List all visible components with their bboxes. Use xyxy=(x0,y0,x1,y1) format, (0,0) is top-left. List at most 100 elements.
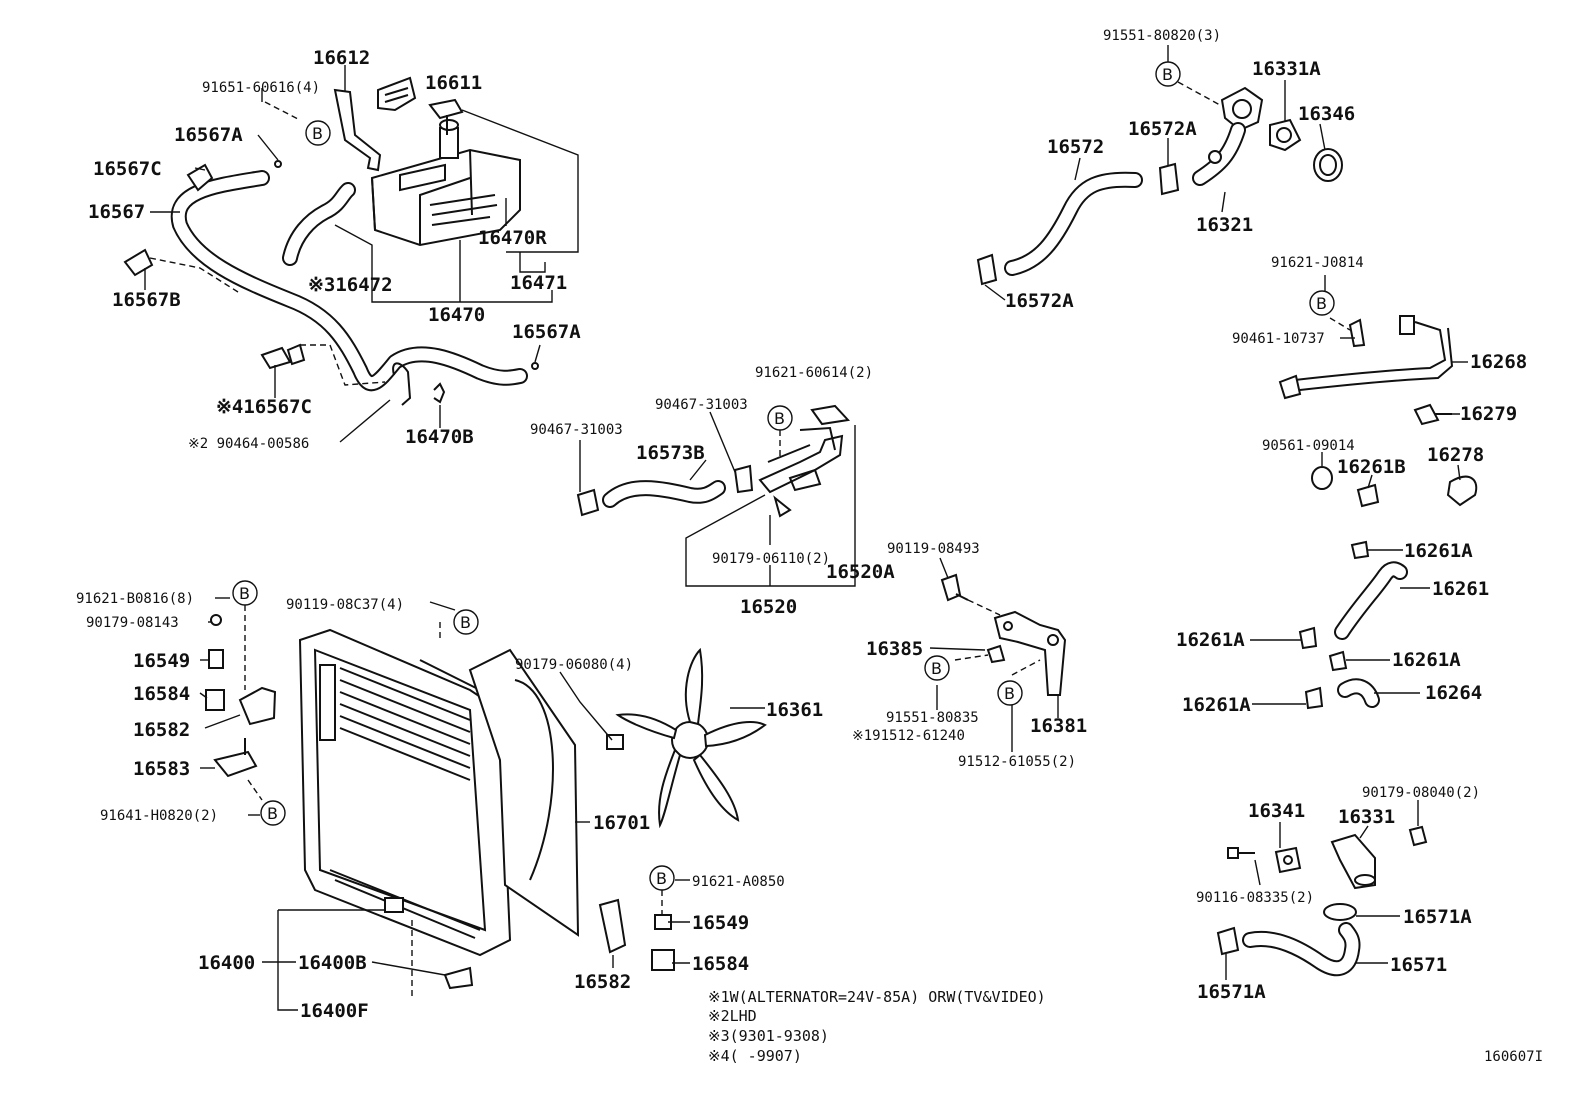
clip-16385 xyxy=(986,644,1006,664)
svg-text:B: B xyxy=(1316,294,1327,313)
label-16583: 16583 xyxy=(133,758,190,780)
bracket-16612 xyxy=(333,88,382,172)
reservoir-tank-16470 xyxy=(370,119,521,247)
outlet-leaders xyxy=(579,411,856,587)
label-90179-06110: 90179-06110(2) xyxy=(712,551,830,567)
drive-leaders xyxy=(929,557,1059,752)
label-16584-right: 16584 xyxy=(692,953,749,975)
label-16572A-bottom: 16572A xyxy=(1005,290,1074,312)
overflow-hose-16567 xyxy=(170,170,528,392)
note-2: ※2LHD xyxy=(708,1007,757,1025)
label-90119-08493: 90119-08493 xyxy=(887,541,980,557)
label-16567A-mid: 16567A xyxy=(512,321,581,343)
svg-text:B: B xyxy=(1162,65,1173,84)
hose-16571 xyxy=(1216,903,1361,977)
label-16472: ※316472 xyxy=(308,274,393,296)
label-16573B: 16573B xyxy=(636,442,705,464)
label-90119-08C37: 90119-08C37(4) xyxy=(286,597,404,613)
label-91651-60616: 91651-60616(4) xyxy=(202,80,320,96)
outlet-16321 xyxy=(1192,86,1264,186)
label-90116-08335: 90116-08335(2) xyxy=(1196,890,1314,906)
hose-16573B xyxy=(576,464,754,517)
label-16261: 16261 xyxy=(1432,578,1489,600)
thermostat-16331A xyxy=(1269,118,1302,152)
label-16471: 16471 xyxy=(510,272,567,294)
label-16400B: 16400B xyxy=(298,952,367,974)
svg-text:B: B xyxy=(460,613,471,632)
label-16385: 16385 xyxy=(866,638,923,660)
svg-text:B: B xyxy=(656,869,667,888)
label-91512-61240: ※191512-61240 xyxy=(852,728,965,744)
label-16400F: 16400F xyxy=(300,1000,369,1022)
label-91621-J0814: 91621-J0814 xyxy=(1271,255,1364,271)
label-91641-H0820: 91641-H0820(2) xyxy=(100,808,218,824)
thermostat-leaders xyxy=(984,45,1326,301)
label-16567A-top: 16567A xyxy=(174,124,243,146)
label-16278: 16278 xyxy=(1427,444,1484,466)
b-marker-7: B xyxy=(260,800,286,826)
label-91551-80835: 91551-80835 xyxy=(886,710,979,726)
label-16701: 16701 xyxy=(593,812,650,834)
label-16400: 16400 xyxy=(198,952,255,974)
radiator-16400 xyxy=(298,628,512,957)
bolt-90119-08493 xyxy=(940,573,969,602)
bolts-inlet xyxy=(1227,825,1428,859)
label-16381: 16381 xyxy=(1030,715,1087,737)
label-16567C: 16567C xyxy=(93,158,162,180)
label-90467-31003-a: 90467-31003 xyxy=(655,397,748,413)
b-marker-3: B xyxy=(1155,61,1181,87)
label-16261B: 16261B xyxy=(1337,456,1406,478)
label-16331A: 16331A xyxy=(1252,58,1321,80)
label-16612: 16612 xyxy=(313,47,370,69)
inlet-leaders xyxy=(1225,800,1419,980)
label-16520: 16520 xyxy=(740,596,797,618)
brackets-radiator xyxy=(205,614,675,990)
note-1: ※1W(ALTERNATOR=24V-85A) ORW(TV&VIDEO) xyxy=(708,988,1046,1006)
label-16571: 16571 xyxy=(1390,954,1447,976)
label-16261A-3: 16261A xyxy=(1392,649,1461,671)
label-91512-61055: 91512-61055(2) xyxy=(958,754,1076,770)
label-16261A-2: 16261A xyxy=(1176,629,1245,651)
label-16549-right: 16549 xyxy=(692,912,749,934)
fan-shroud-16701 xyxy=(468,648,580,937)
label-16321: 16321 xyxy=(1196,214,1253,236)
label-16279: 16279 xyxy=(1460,403,1517,425)
b-marker-6: B xyxy=(453,609,479,635)
svg-text:B: B xyxy=(312,124,323,143)
label-16572A-top: 16572A xyxy=(1128,118,1197,140)
label-90464-00586: ※2 90464-00586 xyxy=(188,436,309,452)
label-16264: 16264 xyxy=(1425,682,1482,704)
bracket-16381 xyxy=(993,610,1067,696)
reservoir-leaders xyxy=(144,65,579,443)
note-3: ※3(9301-9308) xyxy=(708,1027,829,1045)
label-16261A-1: 16261A xyxy=(1404,540,1473,562)
label-16268: 16268 xyxy=(1470,351,1527,373)
label-16341: 16341 xyxy=(1248,800,1305,822)
label-16571A-right: 16571A xyxy=(1403,906,1472,928)
radiator-dashes xyxy=(244,605,663,1000)
label-16261A-4: 16261A xyxy=(1182,694,1251,716)
figure-id: 160607I xyxy=(1484,1049,1543,1065)
label-16567B: 16567B xyxy=(112,289,181,311)
pipe-16268 xyxy=(1278,315,1454,400)
label-16470: 16470 xyxy=(428,304,485,326)
label-91551-80820: 91551-80820(3) xyxy=(1103,28,1221,44)
b-marker-1: B xyxy=(305,120,331,146)
svg-text:B: B xyxy=(1004,684,1015,703)
b-marker-10: B xyxy=(997,680,1023,706)
label-90467-31003-b: 90467-31003 xyxy=(530,422,623,438)
label-16611: 16611 xyxy=(425,72,482,94)
radiator-leaders xyxy=(199,597,765,1011)
gasket-16346 xyxy=(1313,148,1343,182)
svg-text:B: B xyxy=(931,659,942,678)
label-16361: 16361 xyxy=(766,699,823,721)
label-16582-right: 16582 xyxy=(574,971,631,993)
label-16567: 16567 xyxy=(88,201,145,223)
label-91621-A0850: 91621-A0850 xyxy=(692,874,785,890)
label-90461-10737: 90461-10737 xyxy=(1232,331,1325,347)
radiator-fins xyxy=(329,667,481,939)
label-16470B: 16470B xyxy=(405,426,474,448)
small-parts-heater xyxy=(1311,403,1478,508)
